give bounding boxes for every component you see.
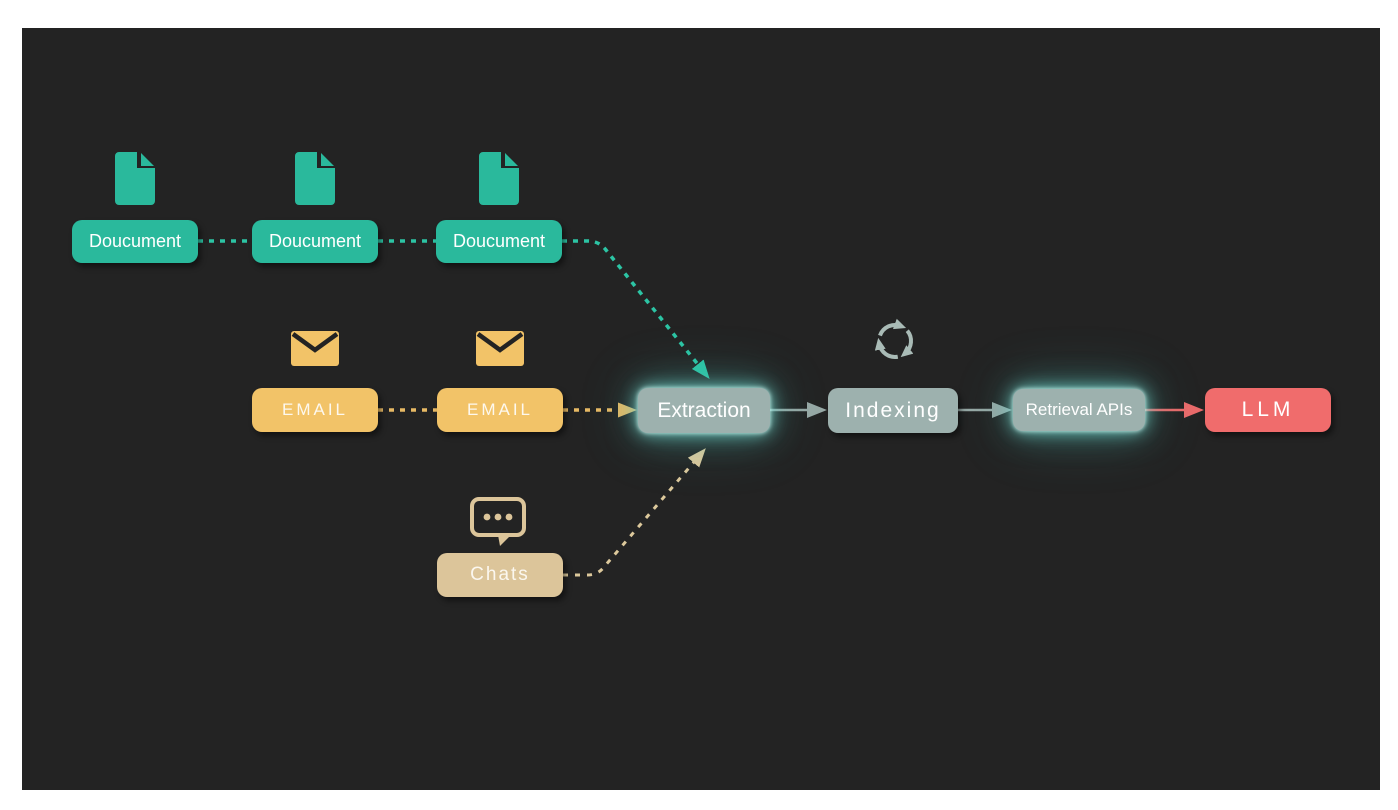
node-retrieval-apis: Retrieval APIs [1013, 389, 1145, 431]
node-chats: Chats [437, 553, 563, 597]
node-document-2: Doucument [252, 220, 378, 263]
node-llm: LLM [1205, 388, 1331, 432]
node-email-2: EMAIL [437, 388, 563, 432]
edge-document3-extraction [562, 239, 710, 380]
node-email-1: EMAIL [252, 388, 378, 432]
document-file-icon [295, 152, 335, 205]
sync-refresh-icon [872, 317, 918, 365]
document-file-icon [479, 152, 519, 205]
node-document-3: Doucument [436, 220, 562, 263]
document-file-icon [115, 152, 155, 205]
diagram-canvas: Doucument Doucument Doucument EMAIL EMAI… [22, 28, 1380, 790]
node-indexing: Indexing [828, 388, 958, 433]
envelope-icon [476, 331, 524, 366]
node-extraction: Extraction [638, 388, 770, 433]
envelope-icon [291, 331, 339, 366]
node-document-1: Doucument [72, 220, 198, 263]
chat-bubble-icon [470, 497, 526, 547]
edge-chats-extraction [563, 448, 706, 577]
edges-layer [198, 239, 1204, 577]
